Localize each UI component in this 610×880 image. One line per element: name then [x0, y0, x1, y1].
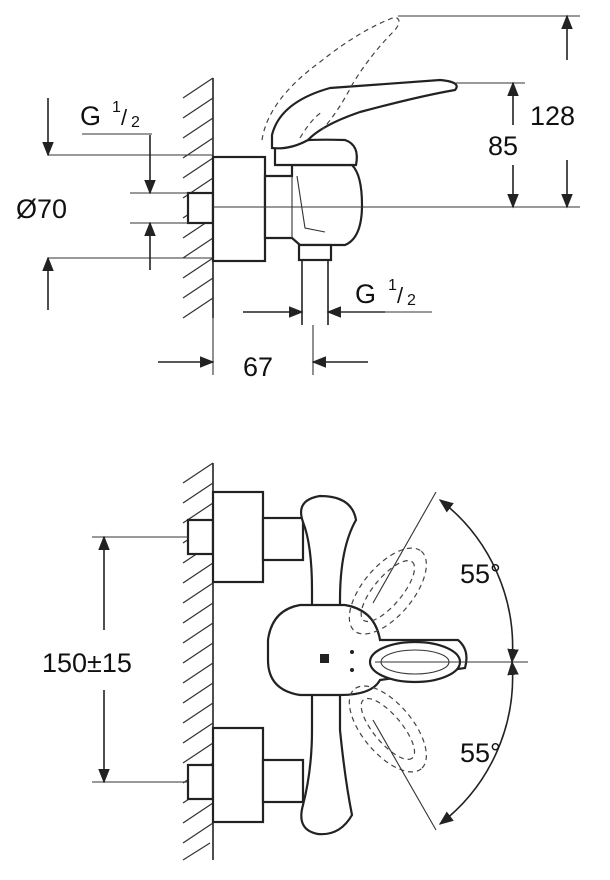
angle-arc-upper: [438, 499, 519, 664]
height-total-label: 128: [530, 101, 575, 131]
valve-body-side: [263, 163, 364, 247]
wall-hatch-top: [182, 77, 214, 319]
thread-top-num: 1: [112, 99, 121, 116]
angle-arc-lower: [438, 660, 519, 825]
lever-raised-ghost: [261, 16, 400, 141]
lower-inlet-stub: [186, 763, 215, 801]
side-view: G 1 / 2 Ø70 67 G 1 / 2 128 85: [16, 14, 580, 382]
upper-inlet-stub: [186, 518, 215, 556]
height-spout-label: 85: [488, 131, 518, 161]
diameter-label: Ø70: [16, 194, 67, 224]
thread-bottom-label: G: [355, 279, 376, 309]
thread-top-label: G: [80, 101, 101, 131]
inlet-stub: [186, 191, 215, 225]
escutcheon: [211, 155, 267, 263]
lower-escutcheon: [211, 726, 265, 824]
lever-ghost-lower: [348, 685, 427, 773]
angle-lower-label: 55°: [460, 738, 501, 768]
thread-bottom-num: 1: [388, 277, 397, 294]
angle-upper-label: 55°: [460, 559, 501, 589]
indicator-mark: [320, 654, 329, 663]
thread-top-den: 2: [131, 114, 140, 131]
spacing-label: 150±15: [42, 648, 132, 678]
thread-bottom-den: 2: [407, 292, 416, 309]
svg-text:/: /: [397, 283, 404, 308]
front-view: 55° 55° 150±15: [42, 462, 528, 861]
svg-text:/: /: [121, 105, 128, 130]
lever-handle: [270, 78, 458, 150]
upper-escutcheon: [211, 490, 265, 584]
upper-connector: [261, 516, 305, 562]
depth-label: 67: [243, 352, 273, 382]
lever-ghost-upper: [348, 547, 427, 635]
outlet-nut: [297, 243, 333, 262]
lower-connector: [261, 758, 305, 804]
